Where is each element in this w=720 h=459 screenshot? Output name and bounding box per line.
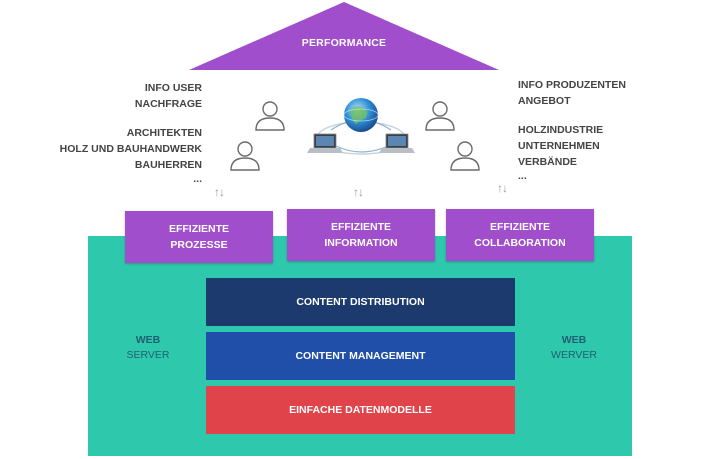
right-actors-group: HOLZINDUSTRIE UNTERNEHMEN VERBÄNDE ... <box>518 122 603 182</box>
pillar-label-line: COLLABORATION <box>474 237 566 249</box>
right-actor-line: ... <box>518 170 527 182</box>
user-icon <box>230 141 260 171</box>
left-info-line: NACHFRAGE <box>134 98 202 110</box>
user-icon <box>255 101 285 131</box>
left-actor-line: ... <box>193 173 202 185</box>
pillar-prozesse: EFFIZIENTE PROZESSE <box>125 211 273 263</box>
performance-roof <box>189 2 499 70</box>
pillar-label-line: EFFIZIENTE <box>489 221 551 233</box>
web-server-left: WEB SERVER <box>118 333 178 363</box>
pillar-label-line: PROZESSE <box>170 239 228 251</box>
globe-network-icon <box>307 98 415 155</box>
web-server-right-line2: WERVER <box>551 349 597 361</box>
left-actor-line: BAUHERREN <box>134 159 202 171</box>
right-info-line: ANGEBOT <box>518 95 571 107</box>
layer-content-management: CONTENT MANAGEMENT <box>206 332 515 380</box>
right-info-group: INFO PRODUZENTEN ANGEBOT <box>518 77 626 109</box>
user-icon <box>425 101 455 131</box>
left-actor-line: HOLZ UND BAUHANDWERK <box>59 143 202 155</box>
web-server-right-line1: WEB <box>561 334 587 346</box>
layer-content-distribution: CONTENT DISTRIBUTION <box>206 278 515 326</box>
left-info-group: INFO USER NACHFRAGE <box>135 80 202 112</box>
pillar-collaboration: EFFIZIENTE COLLABORATION <box>446 209 594 261</box>
layer-einfache-datenmodelle: EINFACHE DATENMODELLE <box>206 386 515 434</box>
laptop-icon <box>379 133 415 153</box>
pillar-label-line: INFORMATION <box>324 237 398 249</box>
web-server-left-line1: WEB <box>135 334 161 346</box>
right-info-line: INFO PRODUZENTEN <box>518 79 626 91</box>
user-icon <box>450 141 480 171</box>
up-down-arrows-icon: ↑↓ <box>353 185 364 199</box>
web-server-right: WEB WERVER <box>544 333 604 363</box>
pillar-label-line: EFFIZIENTE <box>330 221 392 233</box>
pillar-label-line: EFFIZIENTE <box>168 223 230 235</box>
left-actors-group: ARCHITEKTEN HOLZ UND BAUHANDWERK BAUHERR… <box>60 125 202 185</box>
right-actor-line: UNTERNEHMEN <box>518 140 600 152</box>
left-info-line: INFO USER <box>144 82 202 94</box>
web-server-left-line2: SERVER <box>126 349 170 361</box>
up-down-arrows-icon: ↑↓ <box>214 185 225 199</box>
left-actor-line: ARCHITEKTEN <box>126 127 202 139</box>
right-actor-line: HOLZINDUSTRIE <box>518 124 604 136</box>
laptop-icon <box>307 133 343 153</box>
right-actor-line: VERBÄNDE <box>518 156 577 168</box>
up-down-arrows-icon: ↑↓ <box>497 181 508 195</box>
pillar-information: EFFIZIENTE INFORMATION <box>287 209 435 261</box>
performance-label: PERFORMANCE <box>301 37 387 49</box>
